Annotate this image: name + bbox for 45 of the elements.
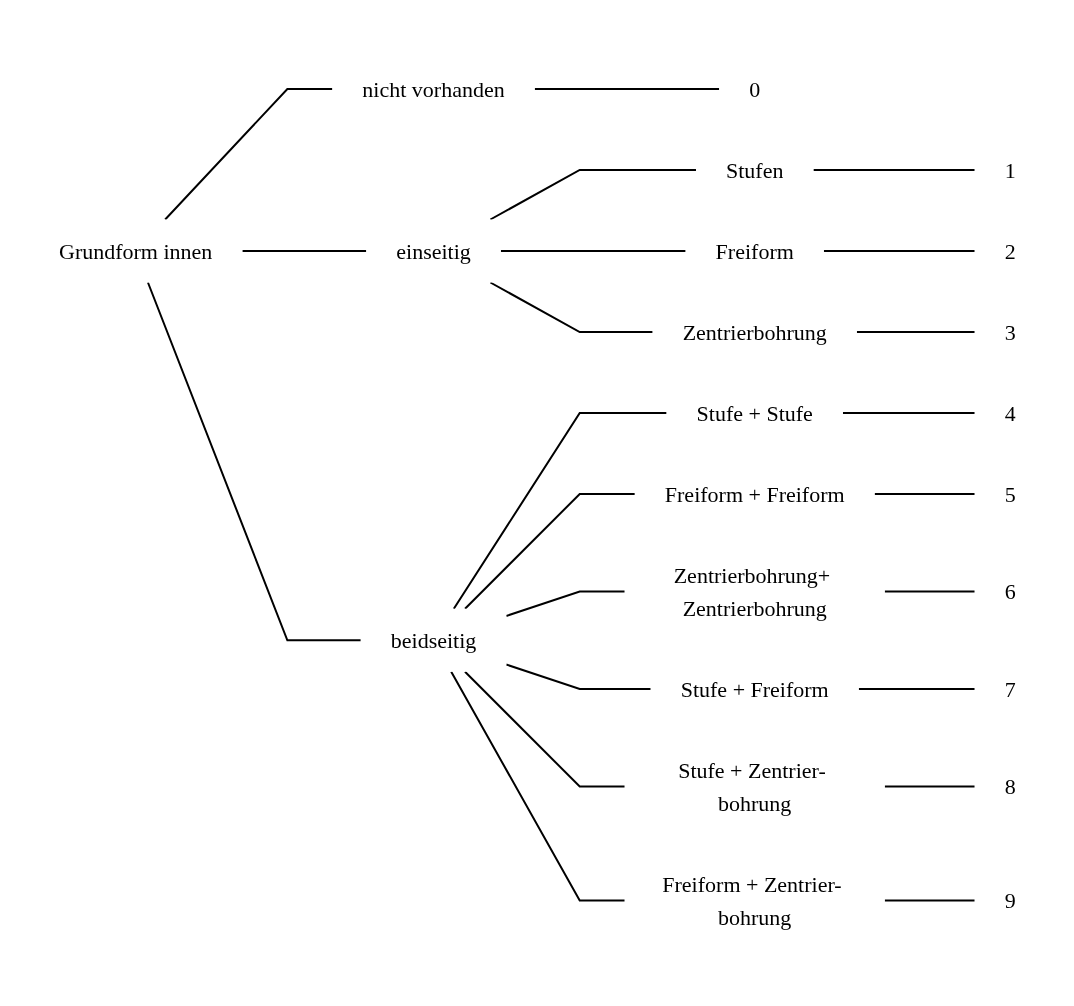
connector xyxy=(812,169,976,171)
connector xyxy=(489,281,654,333)
node-text: 1 xyxy=(1004,157,1016,183)
node-text: beidseitig xyxy=(390,627,476,653)
connector xyxy=(163,88,333,221)
node-text: 6 xyxy=(1004,579,1016,604)
connector xyxy=(499,250,687,252)
node-text: 9 xyxy=(1004,888,1016,913)
connector xyxy=(489,169,697,221)
connector xyxy=(449,670,626,902)
connector xyxy=(452,412,668,610)
connector xyxy=(822,250,976,252)
node-text: einseitig xyxy=(395,238,471,264)
connector xyxy=(857,688,976,690)
connector xyxy=(883,785,976,788)
connector xyxy=(146,281,362,642)
connector xyxy=(841,412,976,414)
node-text: Stufen xyxy=(725,157,784,183)
node-text: Zentrierbohrung+ Zentrierbohrung xyxy=(673,562,830,621)
connector xyxy=(504,663,652,690)
connector xyxy=(533,88,720,90)
connector xyxy=(463,493,636,610)
node-text: 7 xyxy=(1004,676,1016,702)
connector xyxy=(463,670,626,788)
node-text: Stufe + Freiform xyxy=(680,676,829,702)
node-text: Freiform + Freiform xyxy=(664,481,845,507)
node-text: Freiform + Zentrier- bohrung xyxy=(661,871,842,930)
node-text: Stufe + Zentrier- bohrung xyxy=(677,757,826,816)
connector xyxy=(883,899,976,902)
node-text: 5 xyxy=(1004,481,1016,507)
connector xyxy=(504,590,626,617)
connector xyxy=(883,590,976,593)
node-text: 2 xyxy=(1004,238,1016,264)
connector xyxy=(855,331,976,333)
node-text: Grundform innen xyxy=(58,238,212,264)
node-text: 0 xyxy=(748,76,760,102)
node-text: 3 xyxy=(1004,319,1016,345)
node-text: Stufe + Stufe xyxy=(696,400,813,426)
node-text: 8 xyxy=(1004,774,1016,799)
node-text: Freiform xyxy=(715,238,794,264)
connector xyxy=(241,250,367,252)
node-text: nicht vorhanden xyxy=(362,76,505,102)
node-text: 4 xyxy=(1004,400,1016,426)
connector xyxy=(873,493,976,495)
node-text: Zentrierbohrung xyxy=(682,319,827,345)
